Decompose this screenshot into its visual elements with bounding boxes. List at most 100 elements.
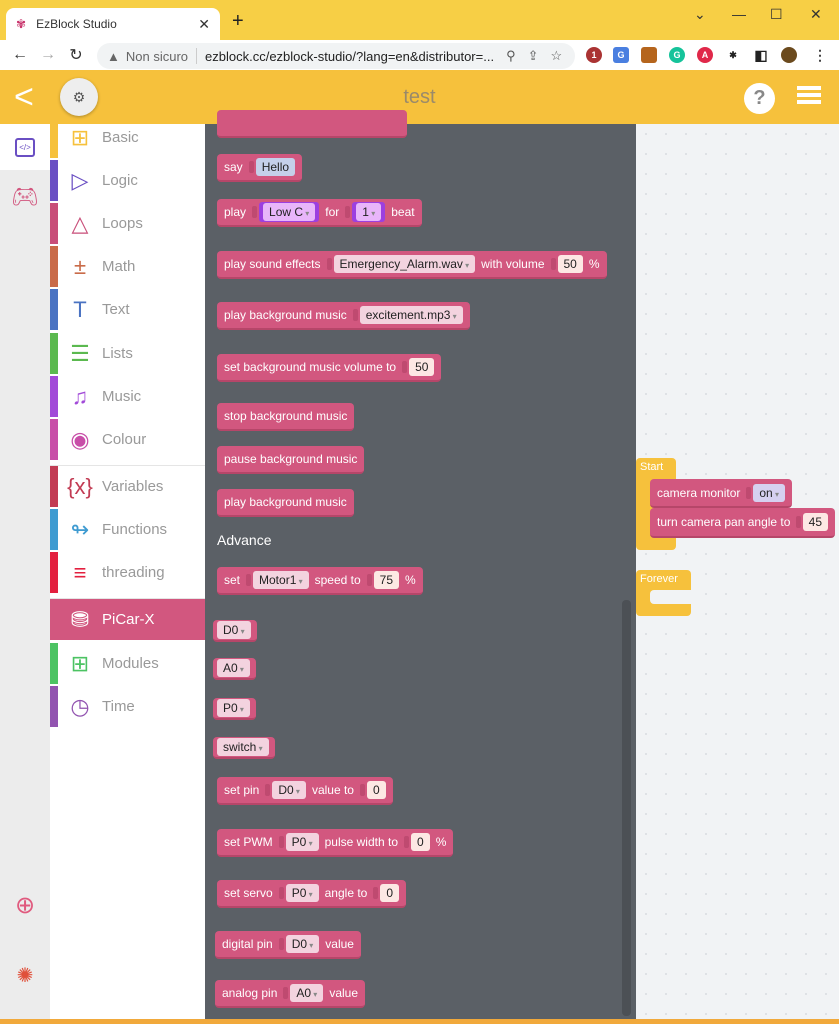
grammarly-icon[interactable]: G xyxy=(669,47,685,63)
music-value-block[interactable]: Low C xyxy=(259,202,320,222)
category-basic[interactable]: ⊞Basic xyxy=(50,117,205,158)
category-logic[interactable]: ▷Logic xyxy=(50,160,205,201)
list-menu-icon[interactable] xyxy=(797,86,821,108)
analog-pin-select-block[interactable]: A0 xyxy=(213,658,256,680)
dropdown[interactable]: P0 xyxy=(285,833,319,851)
browser-tab[interactable]: ✾EzBlock Studio✕ xyxy=(6,8,220,40)
close-window-button[interactable]: ✕ xyxy=(810,6,822,22)
music-value-block[interactable]: 1 xyxy=(352,202,386,222)
maximize-button[interactable]: ☐ xyxy=(770,6,783,22)
category-math[interactable]: ±Math xyxy=(50,246,205,287)
category-variables[interactable]: {x}Variables xyxy=(50,466,205,507)
forever-block[interactable]: Forever xyxy=(636,570,691,616)
digital-pin-value-block[interactable]: digital pinD0value xyxy=(215,931,361,959)
url-input[interactable]: ▲ Non sicuro ezblock.cc/ezblock-studio/?… xyxy=(97,43,575,69)
block-text: value xyxy=(325,937,354,951)
note-dropdown[interactable]: 1 xyxy=(356,203,382,221)
forward-arrow-icon[interactable]: → xyxy=(40,46,56,63)
code-tab[interactable]: </> xyxy=(0,124,50,170)
number-input[interactable]: 0 xyxy=(380,884,400,902)
category-lists[interactable]: ☰Lists xyxy=(50,333,205,374)
profile-avatar[interactable] xyxy=(781,47,797,63)
gamepad-tab[interactable]: 🎮︎ xyxy=(0,174,50,220)
minimize-button[interactable]: — xyxy=(732,6,746,22)
partial-block[interactable] xyxy=(217,110,407,138)
dropdown[interactable]: Motor1 xyxy=(253,571,309,589)
number-input[interactable]: 0 xyxy=(366,781,386,799)
dropdown[interactable]: A0 xyxy=(290,984,324,1002)
adblock-icon[interactable]: A xyxy=(697,47,713,63)
set-servo-block[interactable]: set servoP0angle to0 xyxy=(217,880,407,908)
dropdown[interactable]: switch xyxy=(217,738,269,756)
input-socket xyxy=(248,161,254,173)
share-icon[interactable]: ⇪ xyxy=(527,48,539,63)
help-button[interactable]: ? xyxy=(744,83,775,114)
browser-menu-icon[interactable]: ⋮ xyxy=(813,47,827,63)
back-arrow-icon[interactable]: ← xyxy=(12,46,28,63)
search-icon[interactable]: ⚲ xyxy=(506,48,516,63)
flyout-scrollbar[interactable] xyxy=(622,600,631,1016)
set-pwm-block[interactable]: set PWMP0pulse width to0% xyxy=(217,829,454,857)
number-input[interactable]: 75 xyxy=(373,571,400,589)
switch-select-block[interactable]: switch xyxy=(213,737,275,759)
add-button[interactable]: ⊕ xyxy=(0,882,50,928)
dropdown[interactable]: Emergency_Alarm.wav xyxy=(333,255,476,273)
category-time[interactable]: ◷Time xyxy=(50,686,205,727)
category-functions[interactable]: ↬Functions xyxy=(50,509,205,550)
category-threading[interactable]: ≡threading xyxy=(50,552,205,593)
reload-icon[interactable]: ↻ xyxy=(69,47,83,64)
stop-music-block[interactable]: stop background music xyxy=(217,403,355,431)
debug-button[interactable]: ✺ xyxy=(0,952,50,998)
category-loops[interactable]: △Loops xyxy=(50,203,205,244)
extension-icon[interactable]: 1 xyxy=(586,47,602,63)
pause-music-block[interactable]: pause background music xyxy=(217,446,365,474)
dropdown[interactable]: D0 xyxy=(285,935,320,953)
play-music-block[interactable]: play background music xyxy=(217,489,354,517)
camera-monitor-dropdown[interactable]: on xyxy=(753,483,785,502)
dropdown[interactable]: A0 xyxy=(217,659,250,677)
digital-pin-select-block[interactable]: D0 xyxy=(213,620,257,642)
project-title[interactable]: test xyxy=(403,86,436,108)
category-colour[interactable]: ◉Colour xyxy=(50,419,205,460)
puzzle-extensions-icon[interactable]: ✱ xyxy=(729,50,737,60)
dropdown[interactable]: P0 xyxy=(285,884,319,902)
category-picar-x[interactable]: ⛃PiCar-X xyxy=(50,599,205,640)
category-modules[interactable]: ⊞Modules xyxy=(50,643,205,684)
back-chevron-icon[interactable]: < xyxy=(14,78,34,116)
start-label: Start xyxy=(640,461,664,473)
analog-pin-value-block[interactable]: analog pinA0value xyxy=(215,980,366,1008)
pan-angle-input[interactable]: 45 xyxy=(802,513,828,531)
translate-extension-icon[interactable]: G xyxy=(613,47,629,63)
tab-search-icon[interactable]: ⌄ xyxy=(694,6,706,22)
set-pin-block[interactable]: set pinD0value to0 xyxy=(217,777,393,805)
extension-icon[interactable] xyxy=(641,47,657,63)
side-panel-icon[interactable]: ◧ xyxy=(754,47,768,63)
pwm-pin-select-block[interactable]: P0 xyxy=(213,698,256,720)
star-icon[interactable]: ☆ xyxy=(550,48,563,63)
category-music[interactable]: ♫Music xyxy=(50,376,205,417)
play-sound-effects-block[interactable]: play sound effectsEmergency_Alarm.wavwit… xyxy=(217,251,607,279)
text-input[interactable]: Hello xyxy=(255,158,296,176)
security-label[interactable]: Non sicuro xyxy=(125,48,189,64)
new-tab-button[interactable]: + xyxy=(232,10,244,32)
dropdown[interactable]: D0 xyxy=(272,781,306,799)
number-input[interactable]: 50 xyxy=(557,255,583,273)
dropdown[interactable]: D0 xyxy=(217,621,251,639)
number-input[interactable]: 0 xyxy=(411,833,430,851)
number-input[interactable]: 50 xyxy=(409,358,435,376)
note-dropdown[interactable]: Low C xyxy=(263,203,316,221)
close-tab-icon[interactable]: ✕ xyxy=(198,15,210,32)
url-text[interactable]: ezblock.cc/ezblock-studio/?lang=en&distr… xyxy=(205,48,495,64)
dropdown[interactable]: P0 xyxy=(217,699,250,717)
picar-logo[interactable]: ⚙ xyxy=(60,78,98,116)
dropdown[interactable]: excitement.mp3 xyxy=(359,306,463,324)
